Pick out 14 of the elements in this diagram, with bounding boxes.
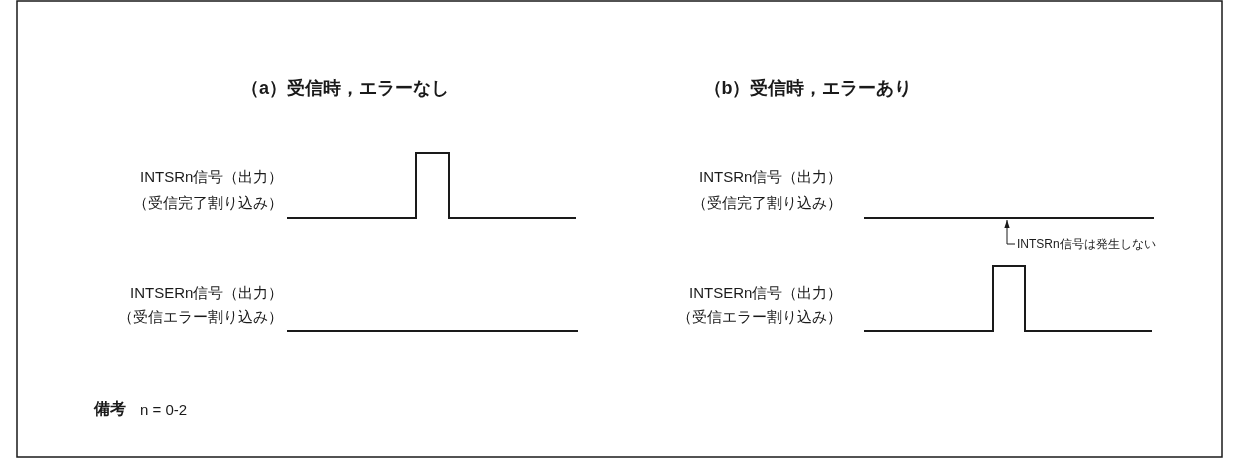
signal-label: （受信完了割り込み）	[692, 194, 842, 210]
signal-label: （受信完了割り込み）	[133, 194, 283, 210]
callout-text: INTSRn信号は発生しない	[1017, 238, 1156, 250]
signal-label: INTSRn信号（出力）	[140, 168, 284, 184]
note-text: n = 0-2	[140, 401, 188, 417]
signal-label: INTSERn信号（出力）	[689, 284, 843, 300]
signal-label: （受信エラー割り込み）	[118, 308, 283, 324]
signal-label: INTSERn信号（出力）	[130, 284, 284, 300]
signal-label: （受信エラー割り込み）	[677, 308, 842, 324]
signal-label: INTSRn信号（出力）	[699, 168, 843, 184]
panel-title: （b）受信時，エラーあり	[703, 79, 913, 97]
panel-title: （a）受信時，エラーなし	[241, 79, 449, 97]
leader-line	[1004, 219, 1016, 245]
note-heading: 備考	[94, 401, 126, 417]
